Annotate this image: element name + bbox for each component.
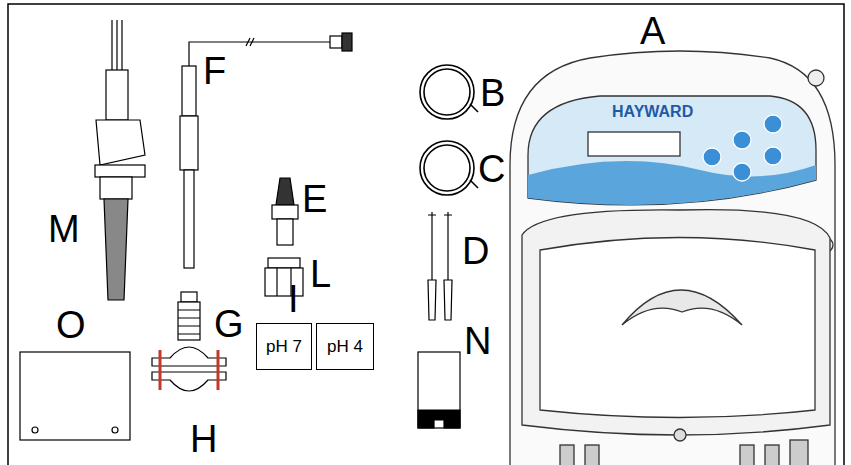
label-text: HAYWARD (612, 103, 693, 120)
buffer-box: pH 7 (256, 323, 312, 370)
brand-logo: HAYWARD (612, 104, 693, 120)
label-text: N (464, 320, 491, 362)
part-letter: I (288, 280, 299, 318)
pump-housing (510, 51, 835, 465)
buffer-label: pH 4 (327, 337, 363, 357)
electrode-holder (178, 292, 200, 340)
part-letter: A (640, 12, 665, 50)
label-text: L (310, 253, 331, 295)
label-text: D (462, 230, 489, 272)
label-text: G (214, 303, 244, 345)
label-text: M (48, 208, 80, 250)
part-letter: H (190, 420, 217, 458)
probe-holder (95, 20, 145, 300)
label-text: H (190, 418, 217, 460)
frame (8, 4, 844, 465)
part-letter: M (48, 210, 80, 248)
reagent-container (418, 352, 460, 428)
pipe-clamp (152, 347, 226, 391)
ph-electrode (180, 33, 352, 268)
label-text: A (640, 10, 665, 52)
screws-plugs (428, 212, 452, 320)
tube-coil (420, 65, 478, 195)
part-letter: N (464, 322, 491, 360)
buffer-label: pH 7 (266, 337, 302, 357)
label-text: I (288, 278, 299, 320)
part-letter: G (214, 305, 244, 343)
mounting-plate (20, 352, 130, 440)
part-letter: F (203, 52, 226, 90)
injection-fitting (272, 178, 298, 245)
part-letter: C (478, 150, 505, 188)
label-text: F (203, 50, 226, 92)
part-letter: O (56, 306, 86, 344)
part-letter: L (310, 255, 331, 293)
part-letter: E (302, 180, 327, 218)
part-letter: B (480, 74, 505, 112)
buffer-box: pH 4 (316, 323, 374, 370)
label-text: O (56, 304, 86, 346)
label-text: B (480, 72, 505, 114)
label-text: C (478, 148, 505, 190)
label-text: E (302, 178, 327, 220)
part-letter: D (462, 232, 489, 270)
